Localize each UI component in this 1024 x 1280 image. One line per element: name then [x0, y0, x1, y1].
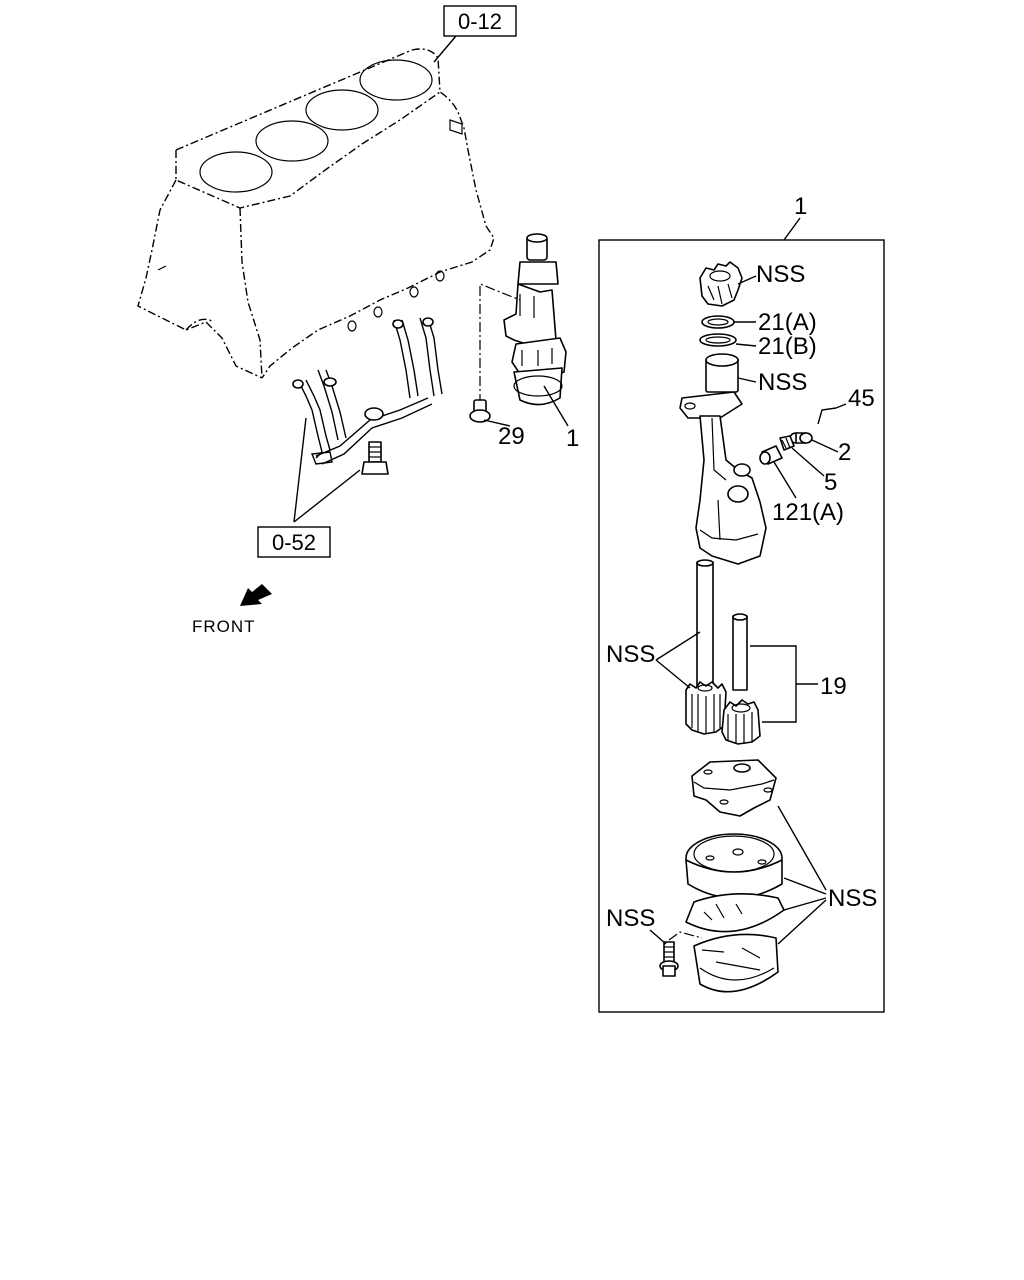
callout-nss-cover: NSS [828, 885, 877, 912]
callout-pin: 45 [848, 385, 875, 412]
callout-valve: 121(A) [772, 499, 844, 526]
callout-pump-assy-left: 1 [566, 425, 579, 452]
detail-box [598, 217, 885, 1013]
front-label: FRONT [192, 617, 256, 636]
cover-plate [691, 759, 777, 817]
callout-nss-screw: NSS [606, 905, 655, 932]
bolt-29 [469, 399, 491, 423]
pin-45 [817, 407, 837, 425]
strainer-housing [685, 833, 785, 993]
ref-box-top-text: 0-12 [458, 9, 502, 34]
o-ring-a [701, 315, 735, 329]
callout-nss-shaft: NSS [606, 641, 655, 668]
oil-pump-assembly [503, 233, 567, 406]
plug-2 [789, 432, 813, 444]
callout-spring: 5 [824, 469, 837, 496]
relief-valve [759, 445, 783, 465]
callout-pump-assy-box: 1 [794, 193, 807, 220]
callout-ring-a: 21(A) [758, 309, 817, 336]
o-ring-b [699, 333, 737, 347]
idler-shaft [732, 613, 748, 691]
drive-shaft-gear [685, 559, 727, 735]
callout-bolt: 29 [498, 423, 525, 450]
callout-plug: 2 [838, 439, 851, 466]
pump-body [679, 353, 767, 565]
callout-ring-b: 21(B) [758, 333, 817, 360]
callout-nss-gear: NSS [756, 261, 805, 288]
drive-gear [699, 261, 743, 307]
ref-box-bottom[interactable]: 0-52 [257, 526, 331, 558]
idler-gear [721, 699, 761, 745]
spring-5 [779, 435, 795, 451]
housing-screw [659, 941, 679, 977]
callout-gear-set: 19 [820, 673, 847, 700]
engine-block [137, 48, 495, 379]
ref-box-top[interactable]: 0-12 [443, 5, 517, 37]
ref-box-bottom-text: 0-52 [272, 530, 316, 555]
front-arrow-icon [240, 584, 272, 606]
oil-pipe-assembly [292, 317, 443, 465]
callout-nss-body: NSS [758, 369, 807, 396]
pipe-bolt [361, 441, 389, 475]
